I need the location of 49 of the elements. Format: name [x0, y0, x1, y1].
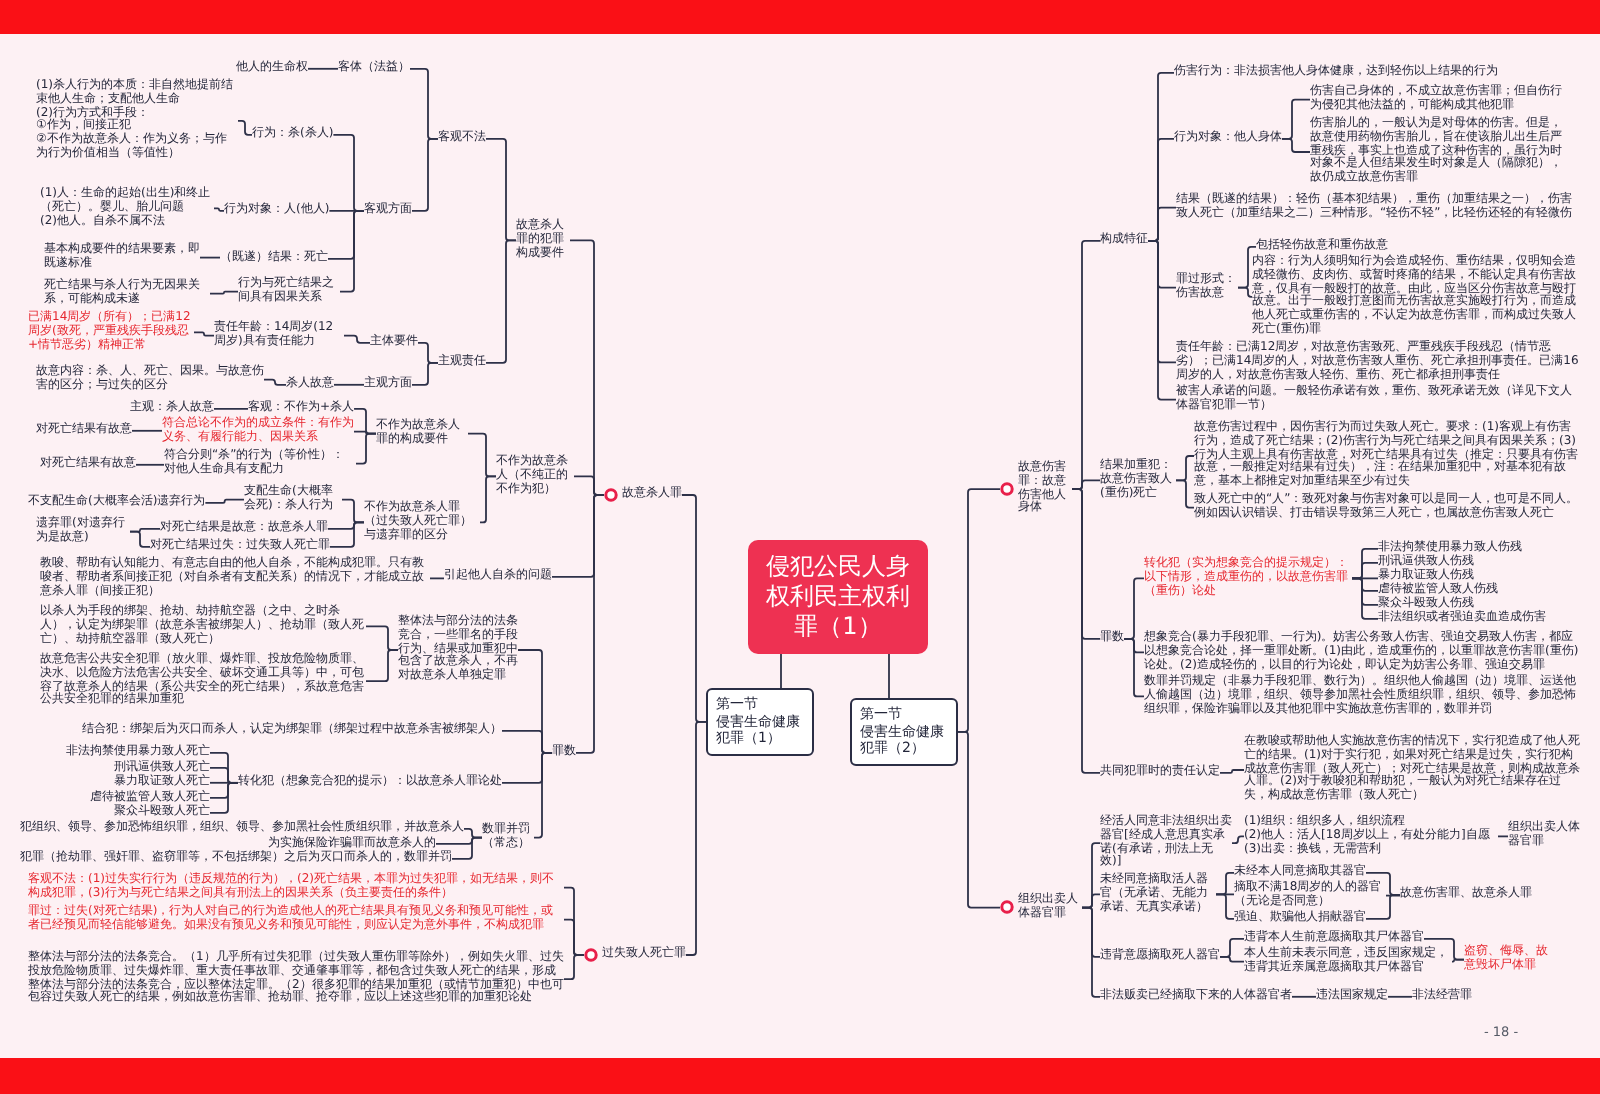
connector-line — [329, 521, 365, 548]
topic-box — [706, 688, 814, 756]
connector-line — [780, 653, 782, 689]
connector-line — [411, 361, 439, 386]
connector-line — [1451, 958, 1465, 963]
connector-line — [209, 290, 239, 295]
connector-line — [135, 463, 165, 466]
connector-line — [575, 494, 605, 754]
connector-line — [129, 530, 151, 548]
connector-line — [213, 407, 249, 410]
connector-line — [957, 730, 1001, 909]
topic-text: 侵犯公民人身权利民主权利罪（1） — [764, 552, 912, 642]
central-topic-box — [748, 540, 928, 654]
connector-line — [1365, 893, 1401, 920]
connector-line — [209, 781, 239, 814]
connector-line — [429, 577, 445, 580]
connector-line — [1147, 239, 1177, 401]
connector-line — [1387, 995, 1413, 998]
connector-line — [563, 954, 585, 981]
connector-line — [451, 836, 483, 860]
connector-line — [1237, 286, 1253, 298]
connector-line — [1215, 893, 1235, 920]
connector-line — [1123, 637, 1145, 698]
connector-line — [1219, 955, 1245, 963]
connector-line — [1281, 137, 1311, 153]
connector-line — [1175, 479, 1195, 509]
connector-line — [1497, 835, 1509, 838]
connector-line — [131, 429, 163, 432]
connector-line — [339, 209, 365, 293]
connector-line — [213, 207, 225, 212]
connector-line — [533, 751, 553, 839]
connector-line — [307, 67, 339, 70]
connector-line — [1231, 835, 1245, 845]
connector-line — [355, 432, 377, 465]
connector-line — [1081, 906, 1101, 998]
topic-box — [850, 698, 958, 766]
connector-line — [204, 498, 245, 504]
connector-line — [343, 334, 371, 344]
connector-line — [237, 119, 253, 136]
connector-line — [1219, 769, 1245, 774]
connector-line — [365, 649, 399, 683]
connector-line — [888, 653, 890, 699]
connector-line — [193, 331, 215, 337]
connector-line — [199, 256, 221, 259]
connector-line — [1351, 577, 1379, 620]
connector-line — [333, 383, 365, 386]
connector-line — [1291, 995, 1317, 998]
connector-line — [263, 378, 287, 386]
connector-line — [479, 475, 497, 524]
